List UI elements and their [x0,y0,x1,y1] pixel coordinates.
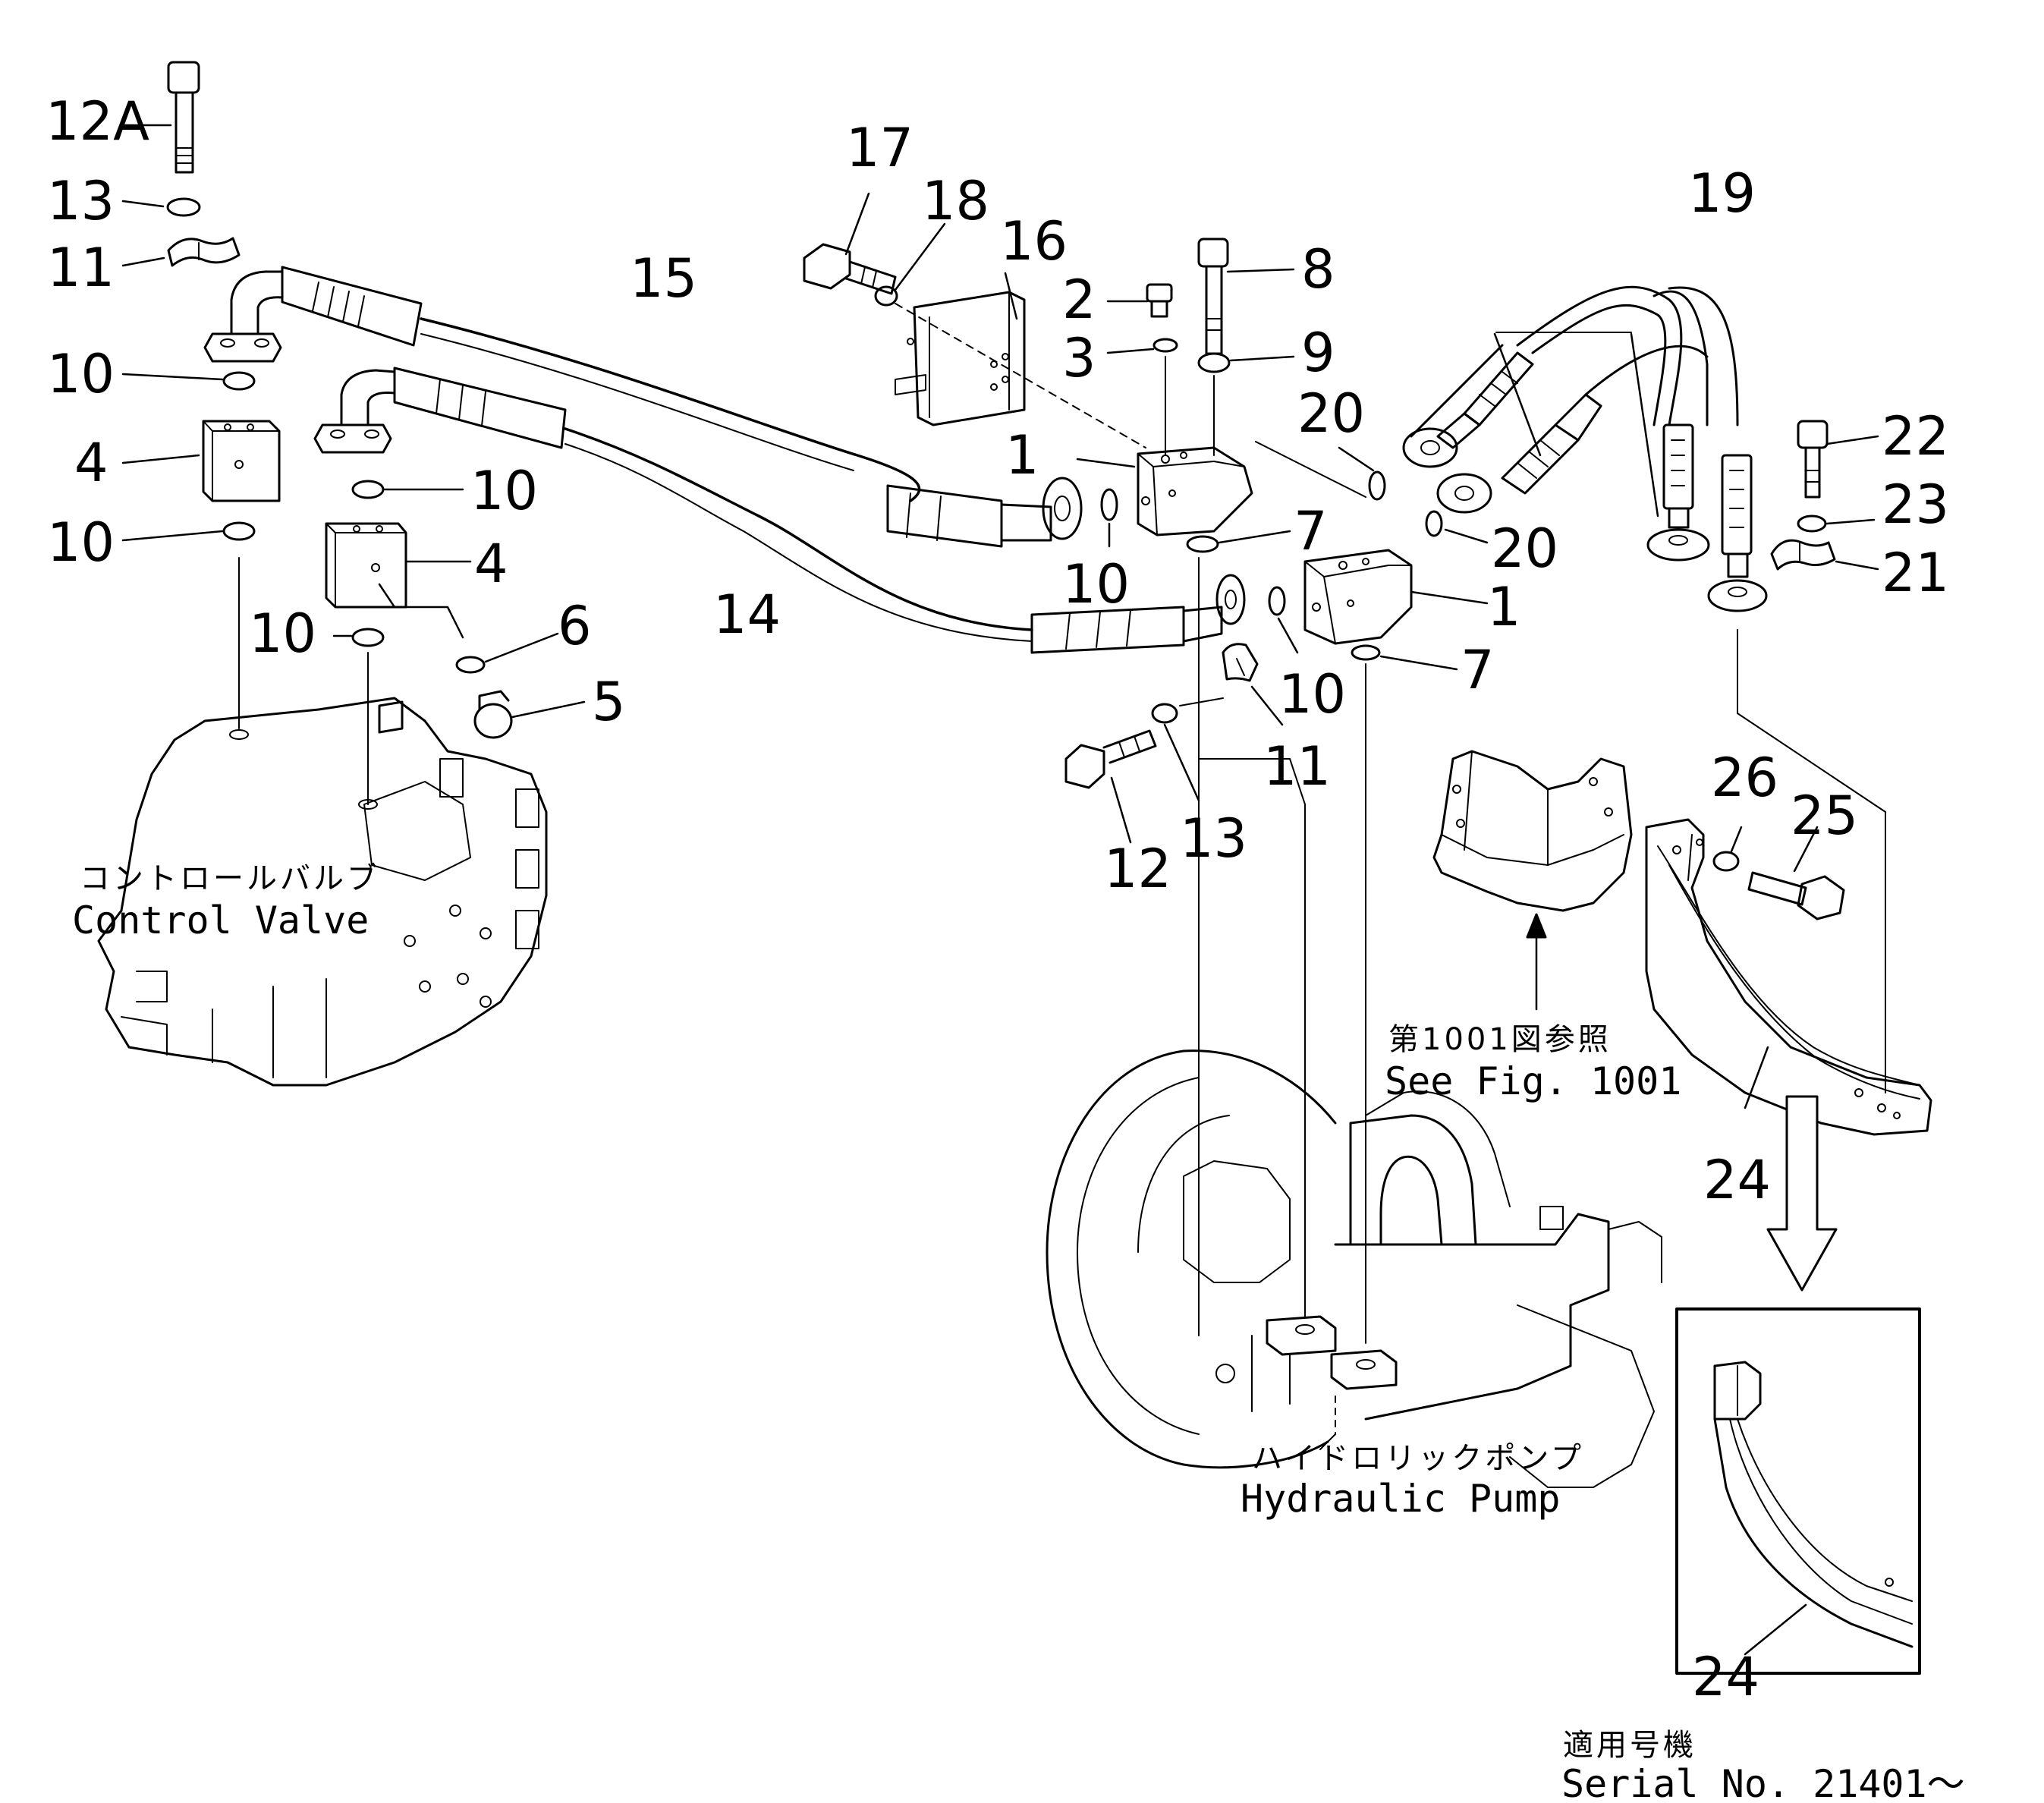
callout-19: 19 [1688,162,1756,225]
callout-24-b: 24 [1692,1646,1760,1708]
callout-8: 8 [1301,238,1335,300]
washer-13-drawing [166,197,201,217]
callout-4-a: 4 [74,432,108,494]
bolt-25-drawing [1747,871,1845,920]
hydraulic-pump-drawing [1046,1049,1662,1488]
callout-20-b: 20 [1491,518,1559,580]
callout-13-a: 13 [47,170,115,232]
bolt-22-drawing [1797,420,1829,499]
hydraulic-pump-label: Hydraulic Pump [1241,1477,1561,1521]
oring-10-drawing-c [222,521,256,541]
hoses-19-drawing [1402,285,1768,612]
down-arrow-icon [1766,1095,1838,1292]
callout-10-a: 10 [47,343,115,405]
pump-port-right [1330,1349,1398,1390]
elbow-block-1-drawing-a [1137,446,1253,536]
clamp-11-drawing-b [1222,643,1259,682]
callout-25: 25 [1791,785,1859,847]
oring-10-drawing-d [351,628,385,647]
oring-10-drawing-f [1268,586,1286,616]
hydraulic-pump-label-jp: ハイドロリックポンプ [1252,1441,1584,1476]
see-fig-label-jp: 第1001図参照 [1388,1022,1612,1057]
hose-15-drawing [203,266,1083,548]
callout-13-b: 13 [1180,807,1248,870]
oring-10-drawing-a [222,371,256,391]
callout-21: 21 [1882,542,1950,604]
serial-label-jp: 適用号機 [1563,1728,1697,1763]
washer-23-drawing [1797,514,1827,533]
serial-label: Serial No. 21401～ [1561,1762,1965,1803]
callout-1-a: 1 [1005,424,1039,486]
callout-10-c: 10 [47,511,115,574]
callout-10-d: 10 [249,603,317,665]
control-valve-label: Control Valve [72,898,369,942]
callout-26: 26 [1711,747,1779,809]
callout-16: 16 [1000,210,1068,272]
washer-26-drawing [1712,851,1740,872]
callout-6: 6 [558,595,592,657]
bolt-8-drawing [1197,238,1229,355]
washer-13-drawing-b [1151,703,1178,724]
oring-20-drawing-b [1425,510,1443,537]
bracket-16-drawing [895,291,1026,426]
callout-4-b: 4 [474,533,508,595]
clamp-11-drawing [167,237,241,267]
callout-12: 12 [1104,838,1172,900]
oring-20-drawing-a [1368,470,1386,501]
pump-port-left [1266,1315,1337,1356]
bracket-24-drawing [1645,818,1932,1136]
bolt-12a-drawing [167,61,200,174]
bolt-12-drawing [1064,729,1157,789]
plug-5-drawing [473,690,513,739]
oring-10-drawing-b [351,480,385,499]
callout-23: 23 [1882,474,1950,536]
callout-22: 22 [1882,405,1950,467]
see-fig-label: See Fig. 1001 [1385,1059,1682,1103]
oring-3-drawing [1153,338,1178,353]
block-4-drawing-b [325,522,407,609]
clamp-21-drawing [1770,539,1836,571]
callout-10-e: 10 [1062,553,1130,615]
callout-7-a: 7 [1294,500,1328,562]
callout-2: 2 [1062,269,1096,331]
callout-15: 15 [630,247,698,310]
callout-10-f: 10 [1278,663,1347,725]
callout-14: 14 [713,584,781,646]
callout-11-a: 11 [47,237,115,299]
callout-20-a: 20 [1297,382,1366,445]
inset-box-drawing [1675,1307,1921,1675]
callout-11-b: 11 [1263,735,1332,798]
bolt-17-drawing [803,243,897,295]
oring-10-drawing-e [1100,488,1118,521]
elbow-block-1-drawing-b [1303,549,1413,645]
plug-2-drawing [1146,283,1173,318]
callout-10-b: 10 [470,460,539,522]
block-4-drawing-a [202,420,281,502]
washer-18-drawing [874,285,898,307]
callout-7-b: 7 [1461,639,1495,701]
callout-24-a: 24 [1703,1149,1772,1211]
frame-bracket-drawing [1432,750,1633,912]
callout-1-b: 1 [1487,576,1521,638]
callout-12a: 12A [46,90,149,153]
oring-6-drawing [455,656,486,674]
callout-5: 5 [592,671,626,733]
callout-17: 17 [846,117,914,179]
callout-18: 18 [922,170,990,232]
callout-3: 3 [1062,327,1096,389]
washer-9-drawing [1197,352,1231,373]
control-valve-label-jp: コントロールバルブ [80,861,380,896]
oring-7-drawing-a [1186,535,1219,553]
callout-9: 9 [1301,322,1335,384]
hose-14-drawing [313,367,1246,654]
oring-7-drawing-b [1351,644,1381,661]
control-valve-drawing [97,697,548,1087]
